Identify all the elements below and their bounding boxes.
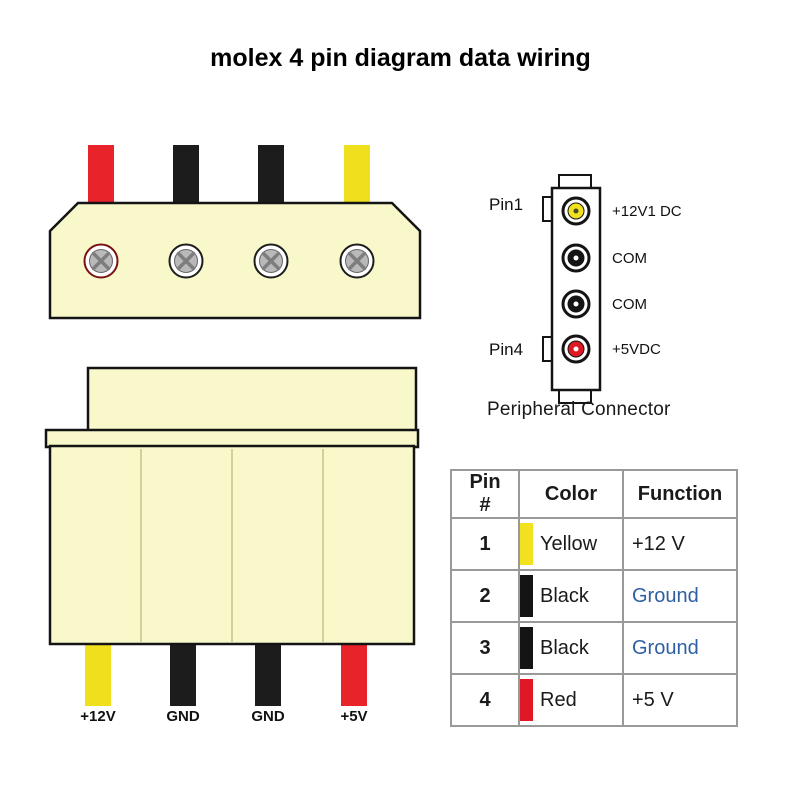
pin-number: 4 xyxy=(450,673,520,727)
wire-label-plus12v: +12V xyxy=(80,708,116,725)
table-row: 2 Black Ground xyxy=(450,569,738,623)
front-pin-4 xyxy=(339,243,375,279)
front-pin-3 xyxy=(253,243,289,279)
front-pin-2 xyxy=(168,243,204,279)
table-header-row: Pin # Color Function xyxy=(450,469,738,519)
back-wire-3-black xyxy=(255,640,281,706)
color-swatch-black xyxy=(520,627,533,669)
peripheral-pin-4-red xyxy=(561,334,591,364)
table-header-pin: Pin # xyxy=(450,469,520,519)
peripheral-pin-1-label: +12V1 DC xyxy=(612,203,682,220)
pin-number: 3 xyxy=(450,621,520,675)
back-connector-top xyxy=(86,366,418,434)
color-swatch-yellow xyxy=(520,523,533,565)
front-wire-1-red xyxy=(88,145,114,207)
color-name: Red xyxy=(540,688,577,711)
peripheral-connector-caption: Peripheral Connector xyxy=(487,399,671,420)
peripheral-pin-3-black xyxy=(561,289,591,319)
wire-label-gnd-2: GND xyxy=(251,708,285,725)
wire-label-plus5v: +5V xyxy=(340,708,368,725)
table-row: 1 Yellow +12 V xyxy=(450,517,738,571)
color-name: Black xyxy=(540,636,589,659)
back-wire-4-red xyxy=(341,640,367,706)
pin-function: Ground xyxy=(622,569,738,623)
pin-number: 1 xyxy=(450,517,520,571)
table-row: 3 Black Ground xyxy=(450,621,738,675)
peripheral-pin-1-yellow xyxy=(561,196,591,226)
peripheral-pin-2-black xyxy=(561,243,591,273)
color-swatch-black xyxy=(520,575,533,617)
front-connector-body xyxy=(48,201,422,320)
back-wire-2-black xyxy=(170,640,196,706)
peripheral-pin-2-label: COM xyxy=(612,250,647,267)
pin-function: +5 V xyxy=(622,673,738,727)
color-name: Black xyxy=(540,584,589,607)
table-header-color: Color xyxy=(518,469,624,519)
color-name: Yellow xyxy=(540,532,598,555)
front-pin-1 xyxy=(83,243,119,279)
back-wire-1-yellow xyxy=(85,640,111,706)
pin-table: Pin # Color Function 1 Yellow +12 V 2 xyxy=(450,469,738,727)
front-wire-2-black xyxy=(173,145,199,207)
wire-label-gnd-1: GND xyxy=(166,708,200,725)
pin-number: 2 xyxy=(450,569,520,623)
peripheral-pin-3-label: COM xyxy=(612,296,647,313)
front-wire-3-black xyxy=(258,145,284,207)
pin4-label: Pin4 xyxy=(489,340,524,359)
back-connector-flange xyxy=(44,428,420,449)
page-title: molex 4 pin diagram data wiring xyxy=(210,44,591,72)
table-header-function: Function xyxy=(622,469,738,519)
table-row: 4 Red +5 V xyxy=(450,673,738,727)
front-wire-4-yellow xyxy=(344,145,370,207)
pin1-label: Pin1 xyxy=(489,195,524,214)
pin-function: +12 V xyxy=(622,517,738,571)
pin-function: Ground xyxy=(622,621,738,675)
peripheral-pin-4-label: +5VDC xyxy=(612,341,661,358)
color-swatch-red xyxy=(520,679,533,721)
